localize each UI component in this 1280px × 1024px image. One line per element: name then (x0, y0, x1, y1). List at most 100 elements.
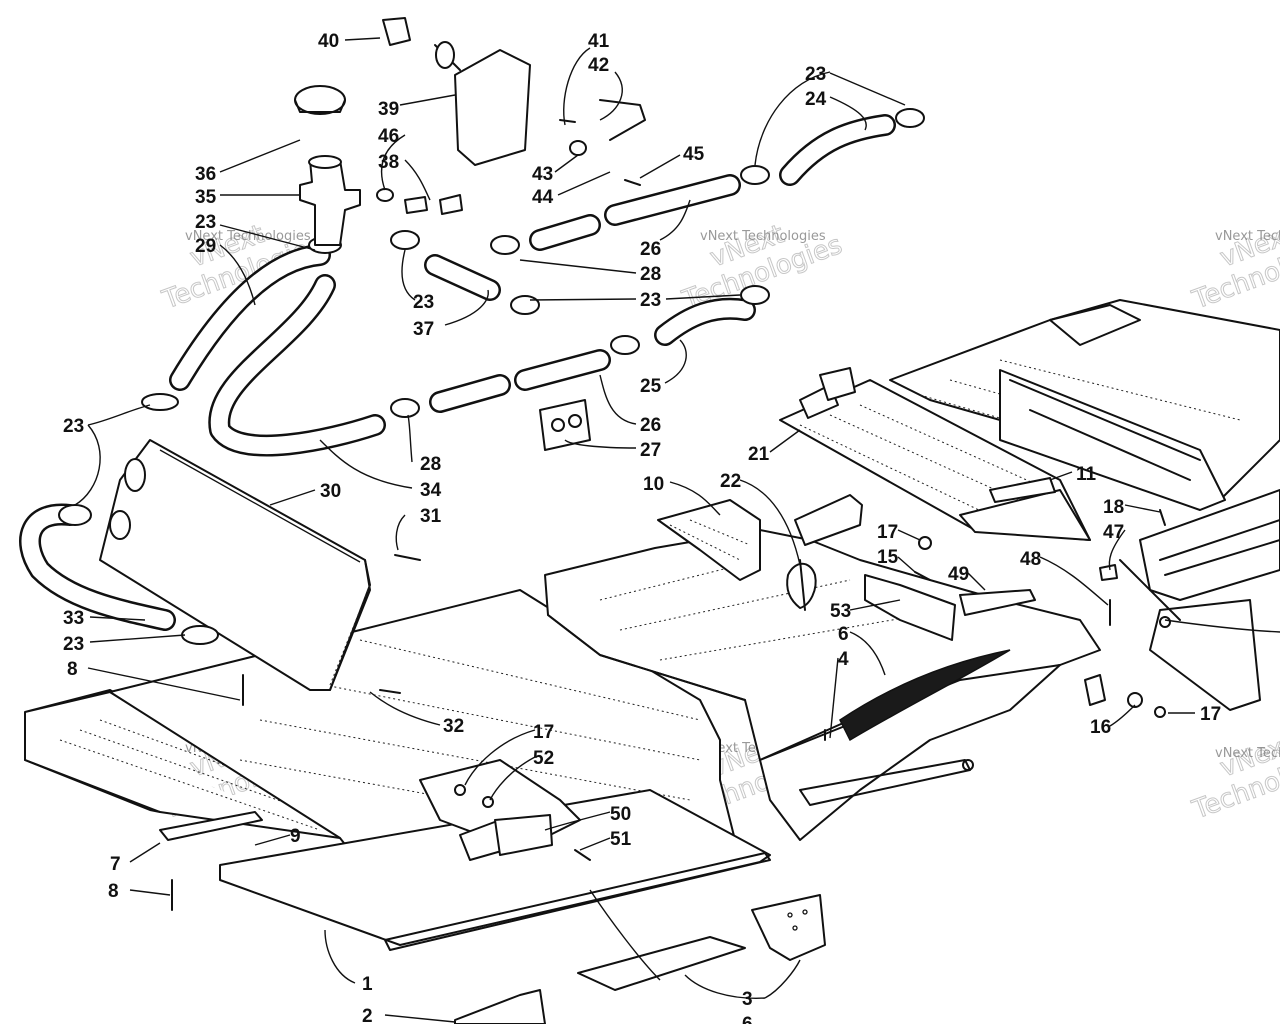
callout-23-e: 23 (63, 416, 84, 437)
hose-clamps (58, 108, 925, 645)
tab-11 (989, 477, 1056, 503)
clamp (124, 458, 146, 492)
callout-3: 3 (742, 989, 753, 1010)
callout-10: 10 (643, 474, 664, 495)
callout-28-b: 28 (420, 454, 441, 475)
overflow-tank-39 (454, 49, 531, 166)
rear-rail (999, 369, 1226, 511)
clamp (610, 335, 640, 355)
callout-17-b: 17 (1200, 704, 1221, 725)
watermark-6: vNext Technologies (1188, 729, 1280, 826)
callout-43: 43 (532, 164, 553, 185)
callout-51: 51 (610, 829, 632, 850)
clamp (895, 108, 925, 128)
leader-lines (74, 37, 1280, 1023)
misc-hardware (171, 399, 1171, 911)
skid-plate (577, 936, 746, 991)
filler-neck-35 (299, 159, 361, 246)
callout-47: 47 (1103, 522, 1124, 543)
callout-8-b: 8 (108, 881, 119, 902)
callout-25: 25 (640, 376, 662, 397)
callout-9: 9 (290, 826, 301, 847)
clamp (490, 235, 520, 255)
callout-27: 27 (640, 440, 661, 461)
callout-2: 2 (362, 1006, 373, 1024)
callout-28-a: 28 (640, 264, 661, 285)
callout-42: 42 (588, 55, 609, 76)
callout-46: 46 (378, 126, 399, 147)
callout-26-a: 26 (640, 239, 661, 260)
callout-24: 24 (805, 89, 827, 110)
callout-7: 7 (110, 854, 121, 875)
radiator-cap-36 (294, 85, 346, 115)
callout-4: 4 (838, 649, 849, 670)
callout-44: 44 (532, 187, 554, 208)
callout-17-c: 17 (533, 722, 554, 743)
callout-49: 49 (948, 564, 969, 585)
callout-23-f: 23 (63, 634, 84, 655)
callout-52: 52 (533, 748, 554, 769)
callout-1: 1 (362, 974, 373, 995)
watermark-3-small: vNext Technologies (1215, 229, 1280, 244)
callout-6-b: 6 (742, 1014, 753, 1024)
bracket (751, 894, 826, 961)
callout-23-c: 23 (413, 292, 434, 313)
callout-53: 53 (830, 601, 851, 622)
watermark-2-small: vNext Technologies (700, 229, 826, 244)
callout-50: 50 (610, 804, 631, 825)
bracket-49 (959, 589, 1036, 616)
lower-bracket (454, 989, 546, 1024)
clamp (141, 393, 179, 411)
callout-41: 41 (588, 31, 610, 52)
callout-30: 30 (320, 481, 341, 502)
callout-48: 48 (1020, 549, 1041, 570)
callout-11: 11 (1076, 464, 1097, 485)
callout-labels: 40 41 42 39 46 38 36 35 23 29 43 44 45 2… (63, 31, 1221, 1024)
callout-8-a: 8 (67, 659, 78, 680)
coolant-tank-assembly (294, 17, 646, 246)
callout-40: 40 (318, 31, 339, 52)
callout-15: 15 (877, 547, 899, 568)
callout-16: 16 (1090, 717, 1111, 738)
callout-31: 31 (420, 506, 442, 527)
clip-22 (786, 562, 817, 609)
mount-rail (159, 811, 263, 841)
callout-37: 37 (413, 319, 434, 340)
callout-33: 33 (63, 608, 84, 629)
right-chassis (657, 299, 1280, 711)
right-side-plate (1149, 599, 1261, 711)
callout-36: 36 (195, 164, 216, 185)
callout-23-b: 23 (805, 64, 826, 85)
callout-32: 32 (443, 716, 464, 737)
bracket-10 (657, 499, 761, 581)
callout-38: 38 (378, 152, 399, 173)
callout-23-d: 23 (640, 290, 661, 311)
callout-29: 29 (195, 236, 216, 257)
watermark-3: vNext Technologies (1188, 219, 1280, 316)
clamp (390, 398, 420, 418)
callout-18: 18 (1103, 497, 1124, 518)
callout-35: 35 (195, 187, 217, 208)
callout-34: 34 (420, 480, 442, 501)
callout-22: 22 (720, 471, 741, 492)
radiator-30 (99, 439, 371, 691)
watermark-6-small: vNext Technologies (1215, 746, 1280, 761)
bracket-53 (864, 574, 956, 641)
callout-17-a: 17 (877, 522, 898, 543)
callout-45: 45 (683, 144, 705, 165)
clamp (181, 625, 219, 645)
clamp (390, 230, 420, 250)
callout-23-a: 23 (195, 212, 216, 233)
tank-cap-40 (382, 17, 411, 46)
clamp (58, 504, 92, 526)
callout-26-b: 26 (640, 415, 661, 436)
washer-43 (569, 140, 587, 156)
hoses (19, 114, 896, 631)
belly-pan-assembly (24, 529, 1101, 1024)
callout-6-a: 6 (838, 624, 849, 645)
clamp (510, 295, 540, 315)
clamp (740, 165, 770, 185)
callout-21: 21 (748, 444, 770, 465)
clamp (740, 285, 770, 305)
